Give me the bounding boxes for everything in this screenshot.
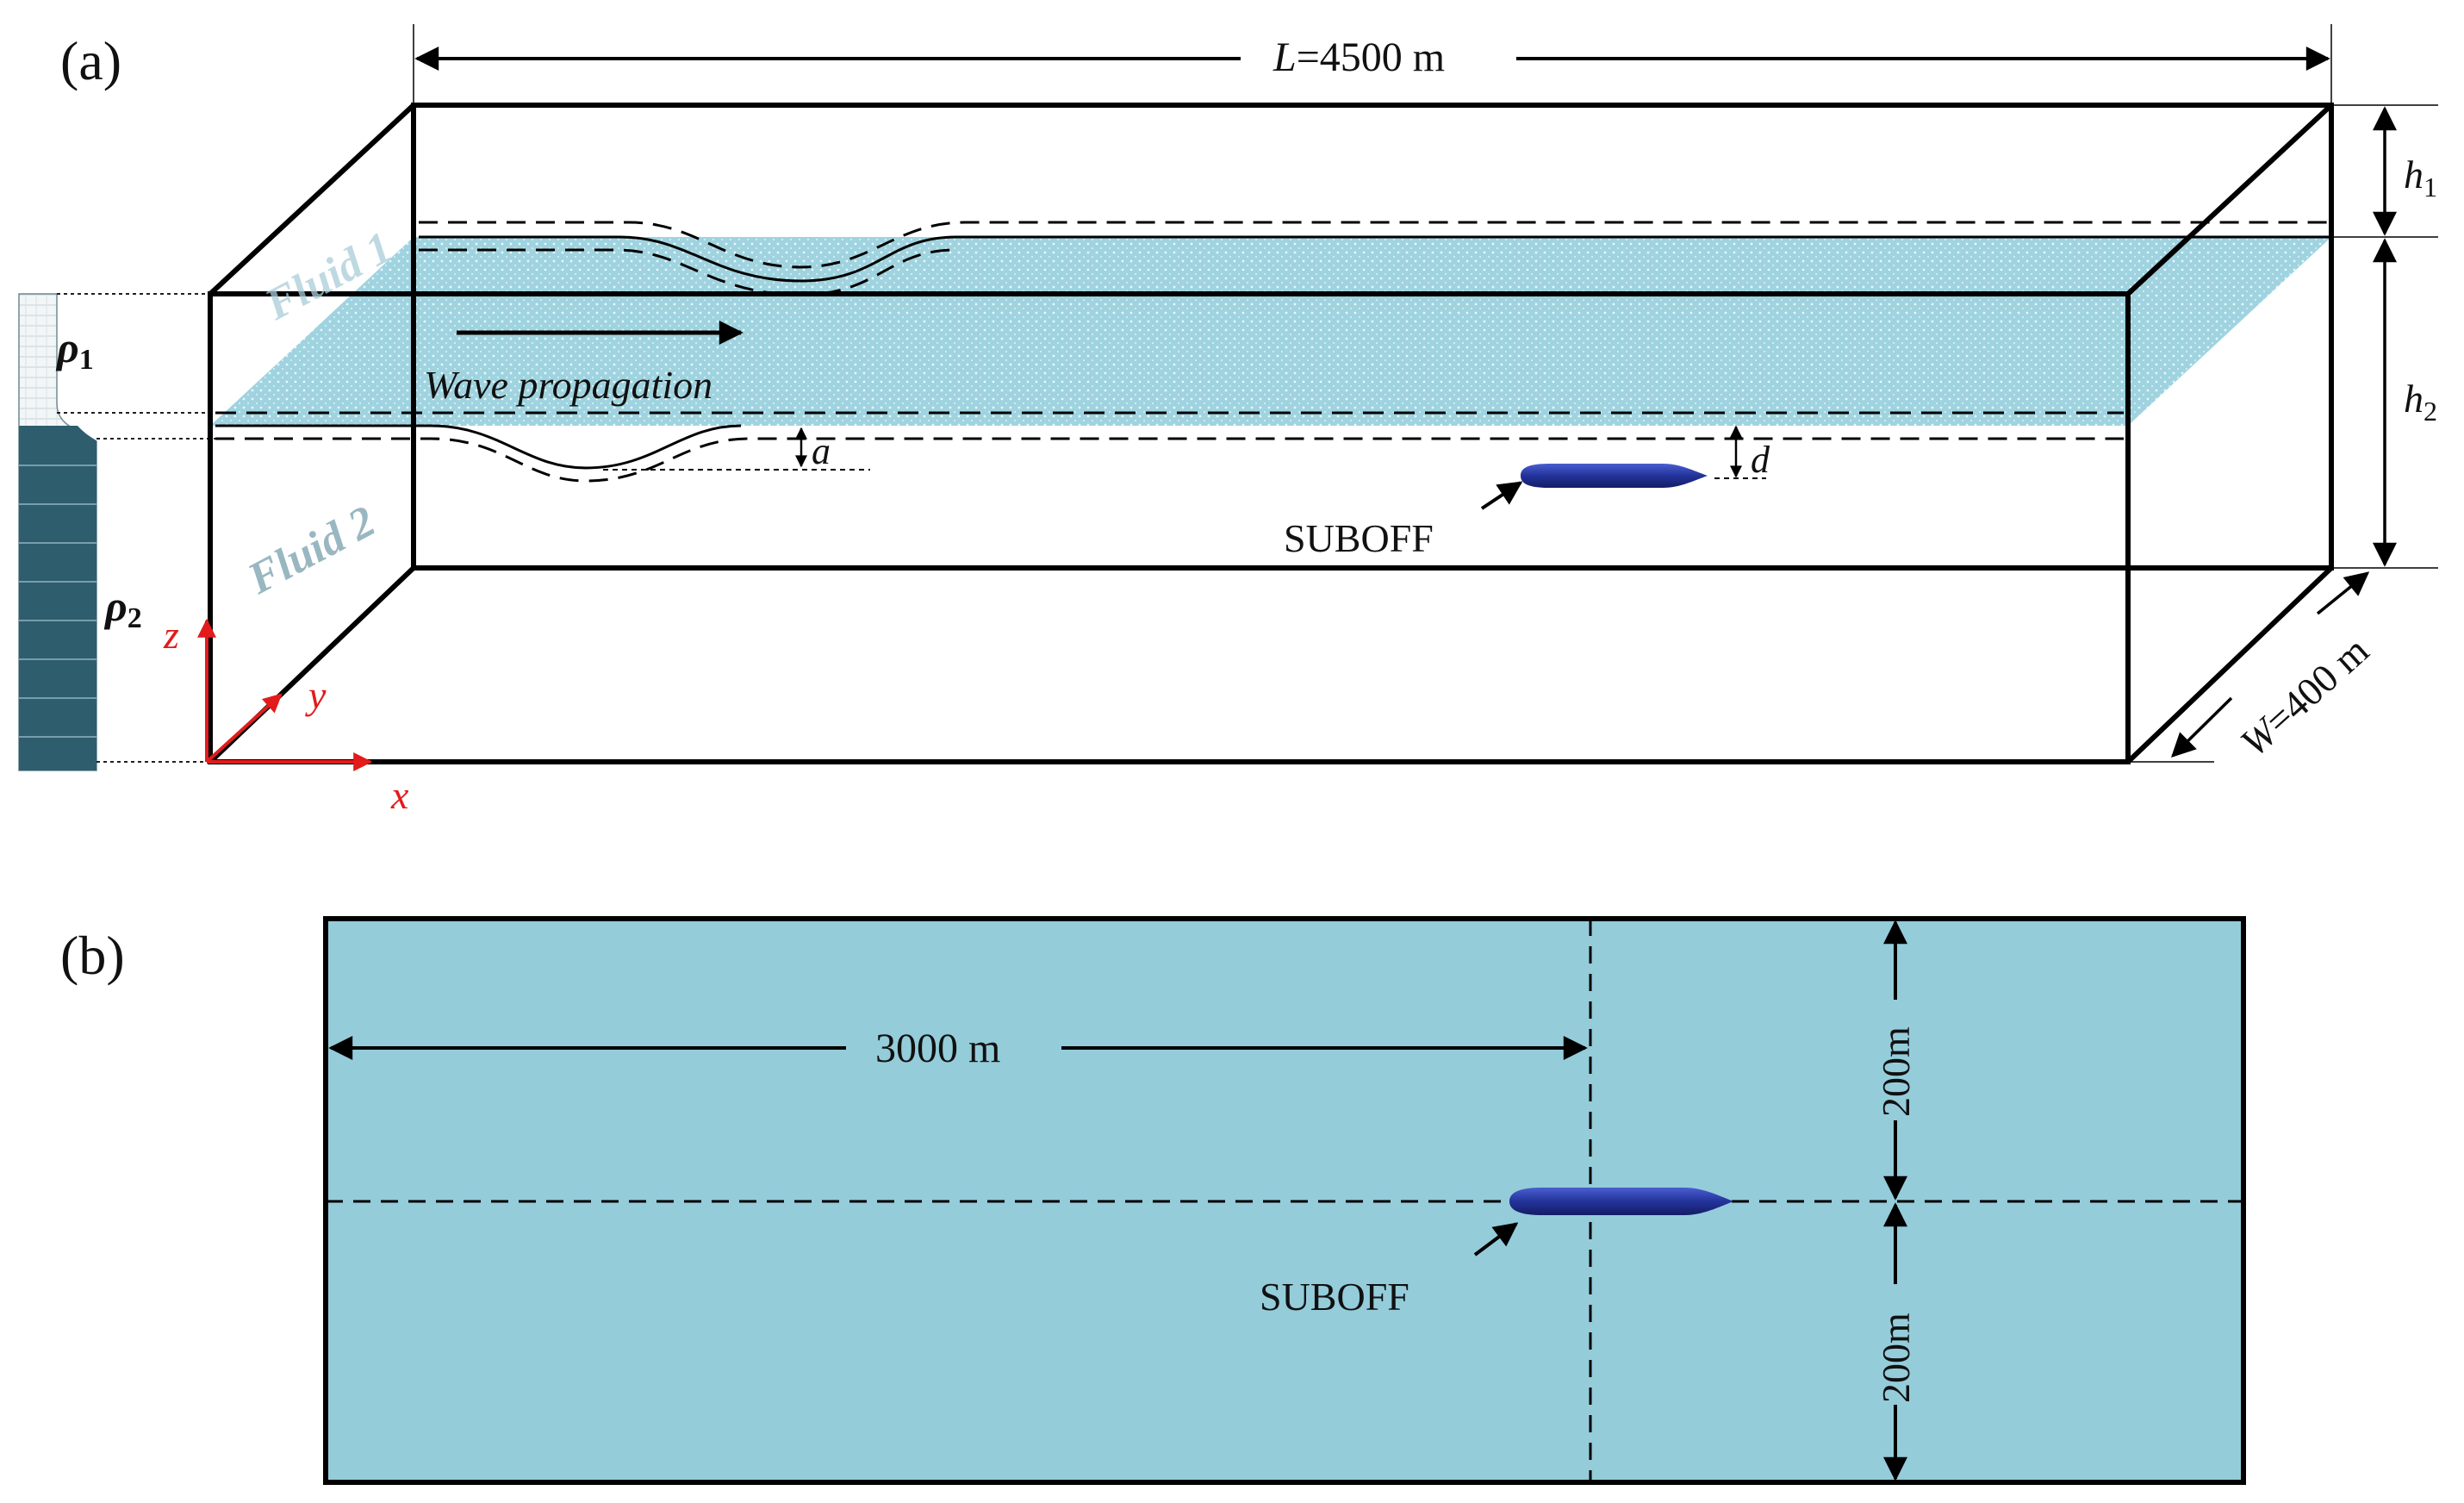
lower-wave-solid bbox=[215, 424, 742, 470]
tank-edge bbox=[2125, 565, 2334, 764]
panel-a: (a) Fluid 1 Fluid 2 bbox=[18, 24, 2438, 817]
tank-front-face bbox=[208, 291, 2131, 764]
panel-a-label: (a) bbox=[60, 30, 121, 91]
density-grid-lines bbox=[19, 465, 96, 738]
distance-label: 3000 m bbox=[875, 1026, 1000, 1071]
axis-y-arrow bbox=[205, 693, 283, 764]
tank-box bbox=[208, 103, 2334, 764]
upper-wave-dashed-2 bbox=[419, 248, 957, 296]
h2-subscript: 2 bbox=[2424, 396, 2437, 427]
suboff-top-pointer-arrow bbox=[1473, 1222, 1519, 1257]
coordinate-axes bbox=[197, 618, 373, 771]
length-value: =4500 m bbox=[1297, 34, 1445, 80]
height-dimensions bbox=[2331, 104, 2438, 569]
length-symbol: L bbox=[1272, 34, 1297, 80]
rho1-symbol: ρ bbox=[55, 323, 79, 371]
h2-symbol: h bbox=[2404, 377, 2424, 421]
amplitude-label: a bbox=[812, 430, 831, 472]
axis-x-label: x bbox=[390, 773, 409, 817]
h1-subscript: 1 bbox=[2424, 172, 2437, 203]
density-profile bbox=[18, 293, 215, 771]
interface-plane bbox=[210, 237, 2331, 426]
upper-wave-dashed bbox=[419, 221, 2331, 269]
suboff-pointer-arrow bbox=[1480, 481, 1523, 510]
rho1-subscript: 1 bbox=[79, 344, 94, 376]
h1-symbol: h bbox=[2404, 153, 2424, 196]
panel-b-label: (b) bbox=[60, 925, 125, 986]
suboff-top-view bbox=[1509, 1188, 1733, 1215]
wave-propagation-label: Wave propagation bbox=[424, 363, 712, 407]
density-lower bbox=[19, 426, 96, 770]
suboff-model bbox=[1521, 464, 1708, 488]
fluid-2-watermark: Fluid 2 bbox=[240, 496, 383, 604]
h2-label: h2 bbox=[2404, 377, 2437, 427]
axis-y-label: y bbox=[305, 673, 327, 717]
half-width-upper-label: 200m bbox=[1874, 1026, 1918, 1117]
width-label: W=400 m bbox=[2232, 628, 2377, 765]
length-label: L=4500 m bbox=[1272, 34, 1445, 80]
h1-label: h1 bbox=[2404, 153, 2437, 203]
half-width-lower-label: 200m bbox=[1874, 1313, 1918, 1403]
rho2-label: ρ2 bbox=[103, 582, 142, 634]
rho2-symbol: ρ bbox=[103, 582, 128, 630]
panel-b: (b) 3000 m 200m 200m SUBOFF bbox=[60, 916, 2246, 1485]
depth-label: d bbox=[1751, 439, 1770, 481]
rho2-subscript: 2 bbox=[128, 602, 142, 634]
tank-edge bbox=[208, 103, 416, 296]
suboff-top-label: SUBOFF bbox=[1260, 1275, 1409, 1319]
lower-wave-dashed bbox=[215, 437, 2124, 483]
width-arrow-lower bbox=[2171, 696, 2233, 758]
axis-z-label: z bbox=[163, 613, 179, 657]
rho1-label: ρ1 bbox=[55, 323, 94, 376]
lower-wave bbox=[215, 411, 2124, 483]
width-arrow-upper bbox=[2316, 571, 2370, 615]
upper-wave-solid bbox=[419, 235, 2331, 283]
tank-edge bbox=[2125, 103, 2334, 296]
upper-wave bbox=[419, 221, 2331, 296]
width-value: =400 m bbox=[2256, 628, 2377, 743]
suboff-label: SUBOFF bbox=[1284, 516, 1434, 560]
tank-back-face bbox=[411, 103, 2334, 571]
